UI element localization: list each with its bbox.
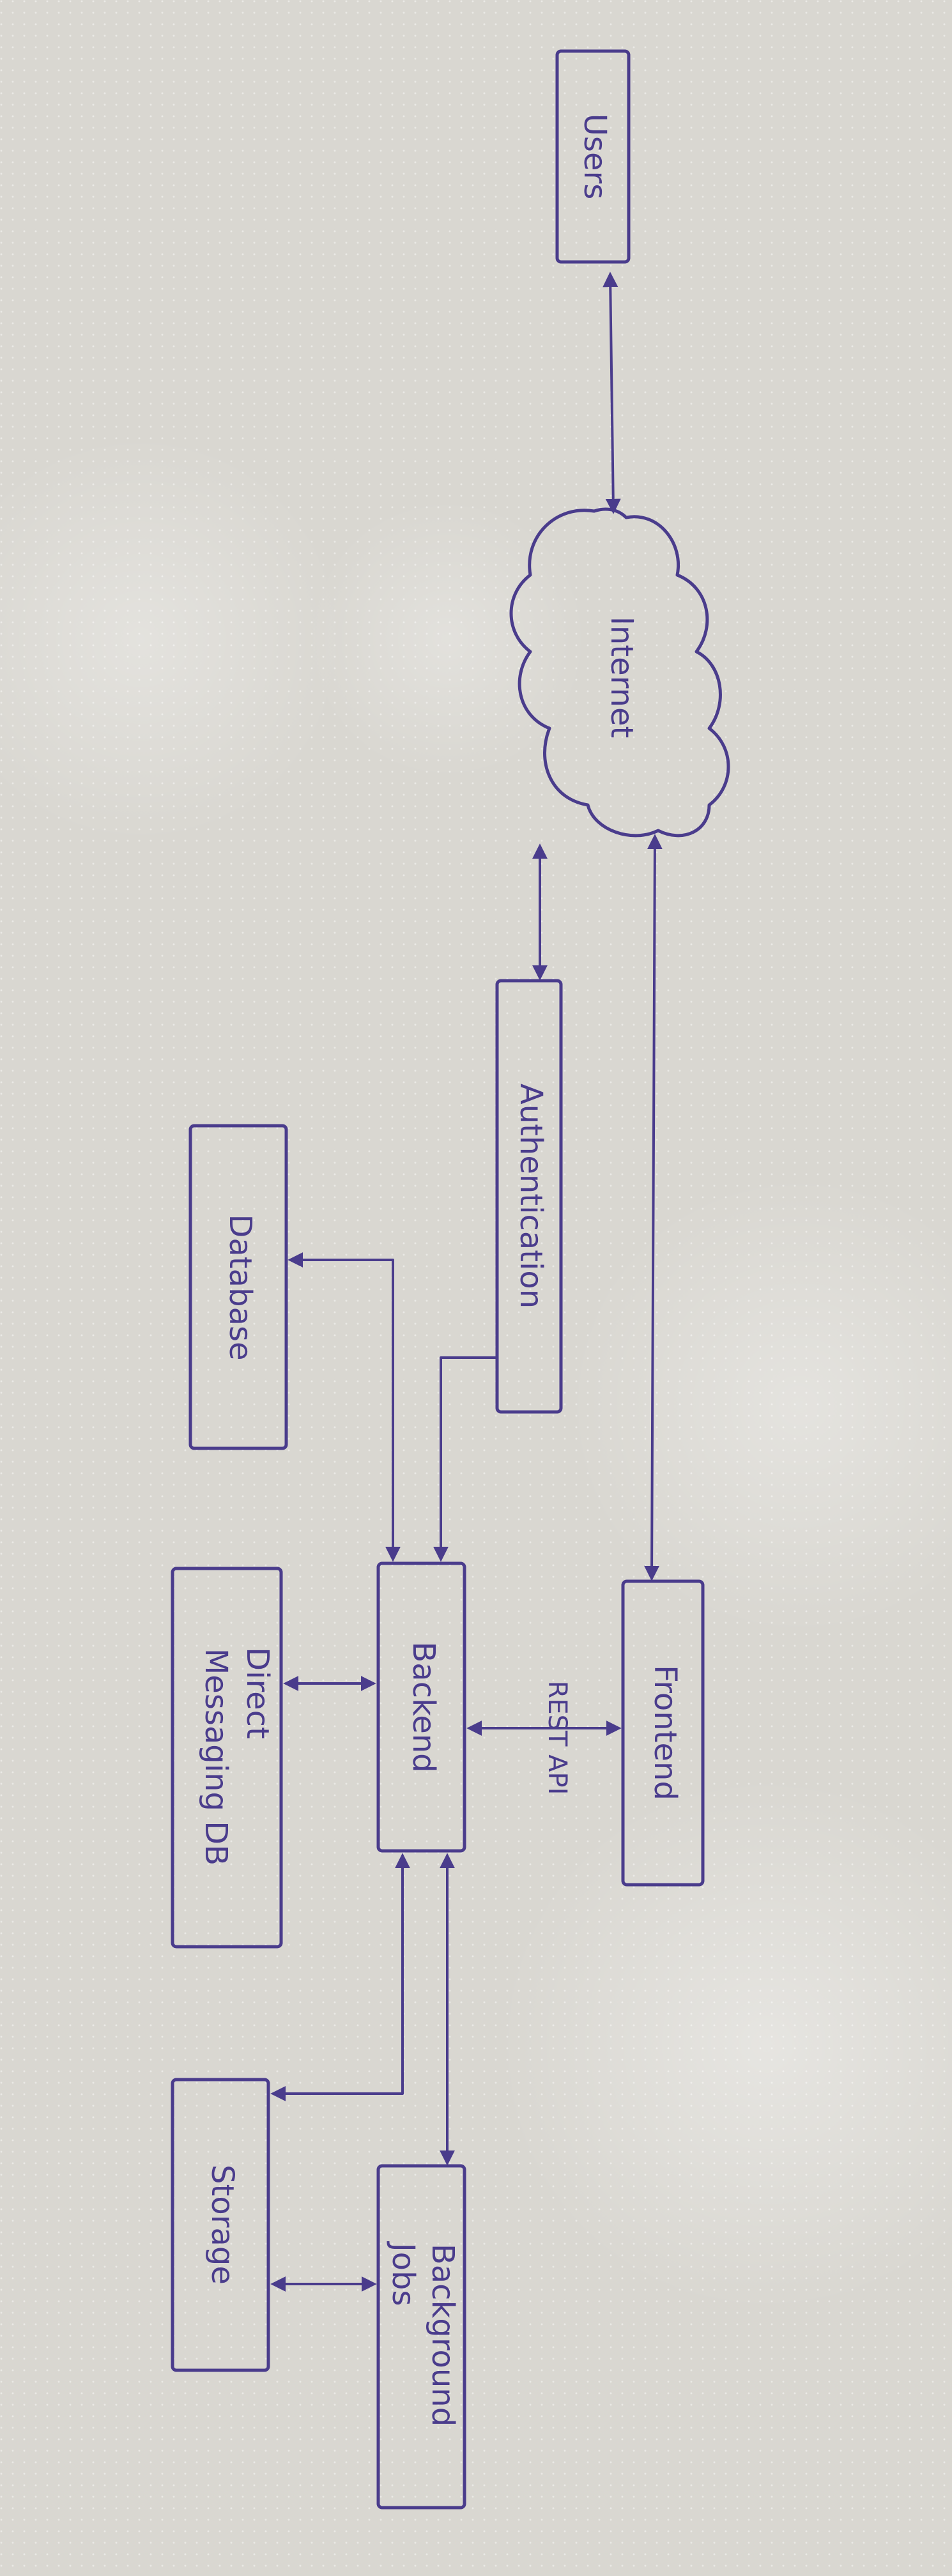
frontend-node [621, 1579, 705, 1887]
storage-label: Storage [204, 2165, 240, 2285]
edge-authentication-backend [433, 1356, 498, 1562]
storage-node [171, 2078, 270, 2372]
users-label: Users [577, 114, 613, 199]
database-node [188, 1124, 288, 1450]
background-jobs-label-line1: Background [425, 2244, 461, 2426]
edge-backend-storage [270, 1853, 410, 2101]
direct-messaging-db-node [171, 1567, 283, 1949]
direct-messaging-db-label-line2: Messaging DB [198, 1648, 234, 1866]
users-node [555, 49, 631, 264]
backend-label: Backend [406, 1641, 441, 1772]
authentication-label: Authentication [513, 1084, 549, 1308]
background-jobs-node [376, 2164, 466, 2510]
direct-messaging-db-label-line1: Direct [240, 1647, 275, 1739]
internet-label: Internet [604, 617, 640, 739]
background-jobs-label-line2: Jobs [385, 2241, 421, 2306]
database-label: Database [222, 1214, 258, 1360]
frontend-label: Frontend [647, 1665, 683, 1800]
authentication-node [495, 979, 563, 1414]
edge-database-backend [288, 1252, 401, 1562]
rest-api-label: REST API [542, 1681, 572, 1795]
edge-users-internet [603, 272, 621, 514]
backend-node [376, 1561, 466, 1853]
edge-internet-frontend [644, 834, 663, 1581]
internet-cloud-node [509, 507, 730, 838]
